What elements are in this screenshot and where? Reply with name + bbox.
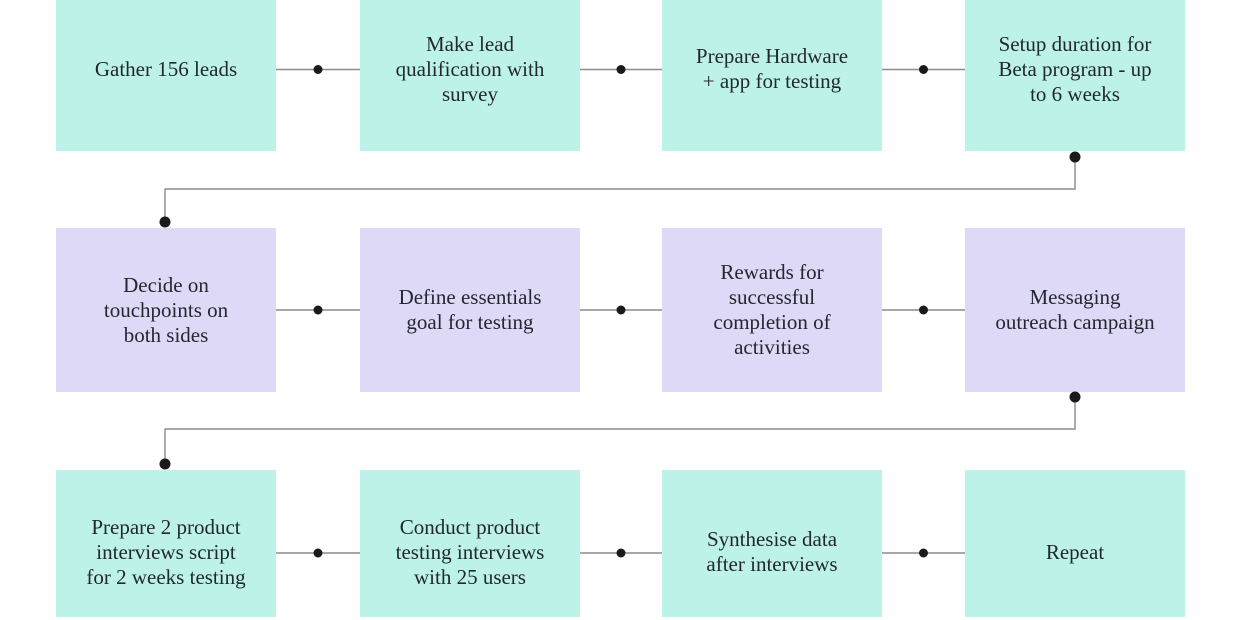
page-bottom-edge [0, 617, 1240, 620]
flow-node-r1c3: Prepare Hardware + app for testing [662, 0, 882, 151]
flow-node-r1c2: Make lead qualification with survey [360, 0, 580, 151]
connector-dot [1069, 151, 1081, 163]
flow-node-r2c1: Decide on touchpoints on both sides [56, 228, 276, 392]
flow-node-label: Prepare 2 product interviews script for … [86, 514, 246, 589]
flow-node-label: Make lead qualification with survey [395, 31, 545, 106]
flow-node-label: Conduct product testing interviews with … [395, 514, 545, 589]
flow-node-label: Decide on touchpoints on both sides [103, 272, 229, 347]
flow-node-r1c4: Setup duration for Beta program - up to … [965, 0, 1185, 151]
flow-node-r3c1: Prepare 2 product interviews script for … [56, 470, 276, 620]
flow-node-r2c4: Messaging outreach campaign [965, 228, 1185, 392]
flow-node-label: Prepare Hardware + app for testing [695, 44, 849, 93]
flow-node-r2c3: Rewards for successful completion of act… [662, 228, 882, 392]
flow-node-label: Repeat [1045, 539, 1105, 564]
flow-node-label: Rewards for successful completion of act… [713, 260, 831, 359]
flow-node-r3c3: Synthesise data after interviews [662, 470, 882, 620]
flow-node-r3c4: Repeat [965, 470, 1185, 620]
connector-elbow [164, 157, 1076, 222]
connector-dot [313, 305, 323, 315]
row1-to-row2-elbow [159, 151, 1081, 228]
row2-to-row3-elbow [159, 391, 1081, 470]
connector-dot [616, 65, 626, 74]
connector-dot [1069, 391, 1081, 403]
connector-dot [159, 458, 171, 470]
connector-dot [919, 548, 928, 558]
connector-dot [616, 548, 626, 558]
connector-dot [313, 548, 323, 558]
connector-dot [159, 216, 171, 228]
connector-elbow [164, 397, 1076, 464]
flow-node-label: Messaging outreach campaign [995, 285, 1155, 334]
flow-node-label: Define essentials goal for testing [398, 285, 542, 334]
connector-dot [919, 65, 928, 74]
flow-node-r2c2: Define essentials goal for testing [360, 228, 580, 392]
flow-node-r1c1: Gather 156 leads [56, 0, 276, 151]
flow-node-label: Setup duration for Beta program - up to … [998, 31, 1152, 106]
connector-dot [919, 305, 928, 315]
flow-node-label: Gather 156 leads [94, 56, 238, 81]
connector-dot [616, 305, 626, 315]
flow-node-r3c2: Conduct product testing interviews with … [360, 470, 580, 620]
connector-dot [313, 65, 323, 74]
flow-node-label: Synthesise data after interviews [706, 527, 838, 576]
